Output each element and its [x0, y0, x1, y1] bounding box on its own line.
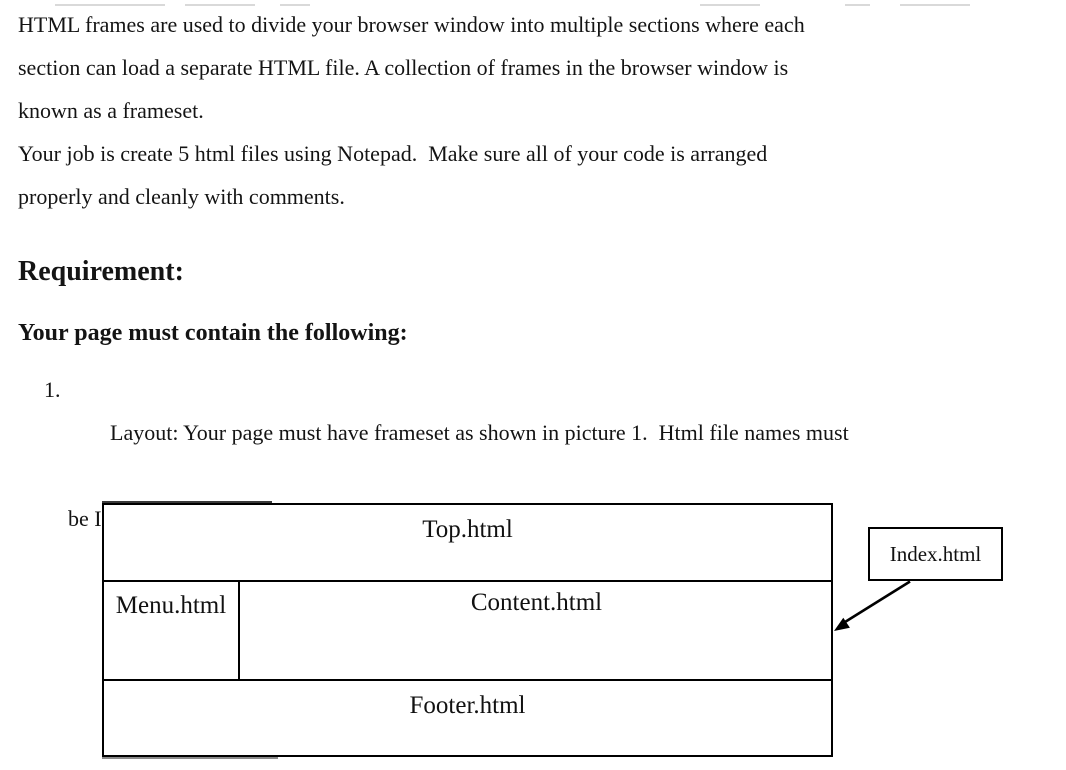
frame-label-content: Content.html: [470, 589, 603, 616]
frameset-outline: [102, 503, 833, 757]
intro-line: properly and cleanly with comments.: [18, 184, 345, 209]
top-row-divider: [103, 580, 832, 582]
requirement-subheading: Your page must contain the following:: [18, 320, 408, 346]
intro-line: Your job is create 5 html files using No…: [18, 141, 768, 166]
frame-label-menu: Menu.html: [115, 592, 227, 619]
requirement-heading: Requirement:: [18, 256, 184, 287]
intro-paragraphs: HTML frames are used to divide your brow…: [18, 3, 805, 218]
frame-label-footer: Footer.html: [409, 692, 526, 719]
intro-line: known as a frameset.: [18, 98, 204, 123]
index-callout-box: Index.html: [868, 527, 1003, 581]
list-item-text: Layout: Your page must have frameset as …: [110, 420, 849, 445]
list-item-line: 1. Layout: Your page must have frameset a…: [0, 368, 1066, 497]
intro-line: HTML frames are used to divide your brow…: [18, 12, 805, 37]
menu-column-divider: [238, 580, 240, 681]
frame-label-top: Top.html: [422, 516, 513, 543]
callout-arrow-icon: [834, 580, 911, 631]
list-item-number: 1.: [44, 377, 61, 402]
footer-row-divider: [103, 679, 832, 681]
intro-line: section can load a separate HTML file. A…: [18, 55, 789, 80]
index-callout-label: Index.html: [889, 541, 982, 566]
border-artifact: [102, 757, 278, 759]
